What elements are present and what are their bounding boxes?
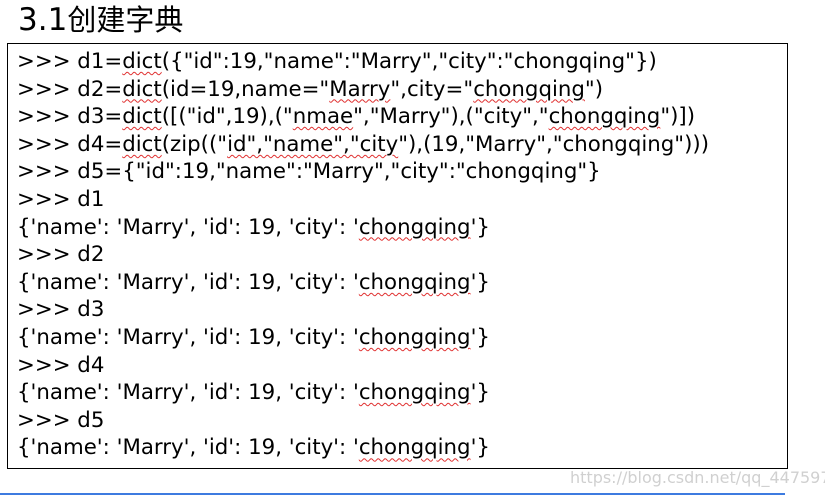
code-text: '} [470, 324, 490, 350]
code-text: ","Marry"),("city"," [353, 104, 549, 130]
code-line: >>> d5={"id":19,"name":"Marry","city":"c… [17, 158, 709, 186]
code-text: '} [470, 380, 490, 406]
code-text: >>> d3 [17, 297, 105, 323]
code-text: "),(19,"Marry","chongqing"))) [398, 131, 710, 157]
code-text: >>> d2= [17, 76, 123, 102]
code-text: ({"id":19,"name":"Marry","city":"chongqi… [161, 49, 657, 74]
code-text: >>> d1 [17, 186, 105, 212]
spellcheck-flagged-text: dict [122, 104, 162, 130]
spellcheck-flagged-text: nmae [292, 104, 354, 130]
code-text: {'name': 'Marry', 'id': 19, 'city': ' [17, 435, 359, 461]
code-text: (zip((" [161, 131, 228, 157]
spellcheck-flagged-text: Marry [329, 76, 391, 102]
code-line: {'name': 'Marry', 'id': 19, 'city': 'cho… [17, 434, 709, 462]
spellcheck-flagged-text: chongqing [548, 104, 661, 130]
code-text: >>> d2 [17, 242, 105, 268]
code-line: >>> d2=dict(id=19,name="Marry",city="cho… [17, 76, 709, 104]
spellcheck-flagged-text: dict [122, 49, 162, 74]
code-line: >>> d4=dict(zip(("id","name","city"),(19… [17, 131, 709, 159]
code-text: >>> d5={"id":19,"name":"Marry","city":"c… [17, 159, 601, 185]
code-line: >>> d4 [17, 352, 709, 380]
spellcheck-flagged-text: chongqing [473, 76, 585, 102]
code-line: {'name': 'Marry', 'id': 19, 'city': 'cho… [17, 324, 709, 352]
slide-title: 3.1创建字典 [18, 0, 183, 40]
code-line: >>> d1=dict({"id":19,"name":"Marry","cit… [17, 48, 709, 76]
code-text: ([("id",19),(" [161, 104, 293, 130]
code-text: ") [584, 76, 604, 102]
code-box [7, 43, 788, 469]
code-text: '} [470, 269, 490, 295]
code-text: >>> d5 [17, 407, 105, 433]
code-text: (id=19,name=" [161, 76, 330, 102]
code-line: >>> d2 [17, 241, 709, 269]
spellcheck-flagged-text: chongqing [358, 324, 471, 350]
spellcheck-flagged-text: chongqing [358, 269, 471, 295]
spellcheck-flagged-text: id","name","city [227, 131, 399, 157]
code-text: {'name': 'Marry', 'id': 19, 'city': ' [17, 214, 359, 240]
code-line: >>> d5 [17, 407, 709, 435]
code-text: {'name': 'Marry', 'id': 19, 'city': ' [17, 380, 359, 406]
code-text: >>> d4 [17, 352, 105, 378]
code-line: {'name': 'Marry', 'id': 19, 'city': 'cho… [17, 379, 709, 407]
code-listing: >>> d1=dict({"id":19,"name":"Marry","cit… [17, 48, 709, 462]
spellcheck-flagged-text: chongqing [358, 214, 471, 240]
spellcheck-flagged-text: dict [122, 76, 162, 102]
code-text: ",city=" [390, 76, 474, 102]
section-number: 3.1 [18, 2, 68, 38]
code-text: {'name': 'Marry', 'id': 19, 'city': ' [17, 269, 359, 295]
code-text: ")]) [660, 104, 696, 130]
spellcheck-flagged-text: chongqing [358, 435, 471, 461]
spellcheck-flagged-text: dict [122, 131, 162, 157]
code-line: {'name': 'Marry', 'id': 19, 'city': 'cho… [17, 269, 709, 297]
code-line: >>> d1 [17, 186, 709, 214]
code-text: >>> d1= [17, 49, 123, 74]
code-line: >>> d3=dict([("id",19),("nmae","Marry"),… [17, 103, 709, 131]
watermark: https://blog.csdn.net/qq_44759750 [570, 468, 825, 487]
code-text: {'name': 'Marry', 'id': 19, 'city': ' [17, 324, 359, 350]
code-text: >>> d4= [17, 131, 123, 157]
code-line: {'name': 'Marry', 'id': 19, 'city': 'cho… [17, 214, 709, 242]
code-line: >>> d3 [17, 296, 709, 324]
code-text: '} [470, 214, 490, 240]
divider-line [0, 493, 785, 495]
code-text: >>> d3= [17, 104, 123, 130]
spellcheck-flagged-text: chongqing [358, 380, 471, 406]
section-title: 创建字典 [67, 3, 184, 37]
code-text: '} [470, 435, 490, 461]
